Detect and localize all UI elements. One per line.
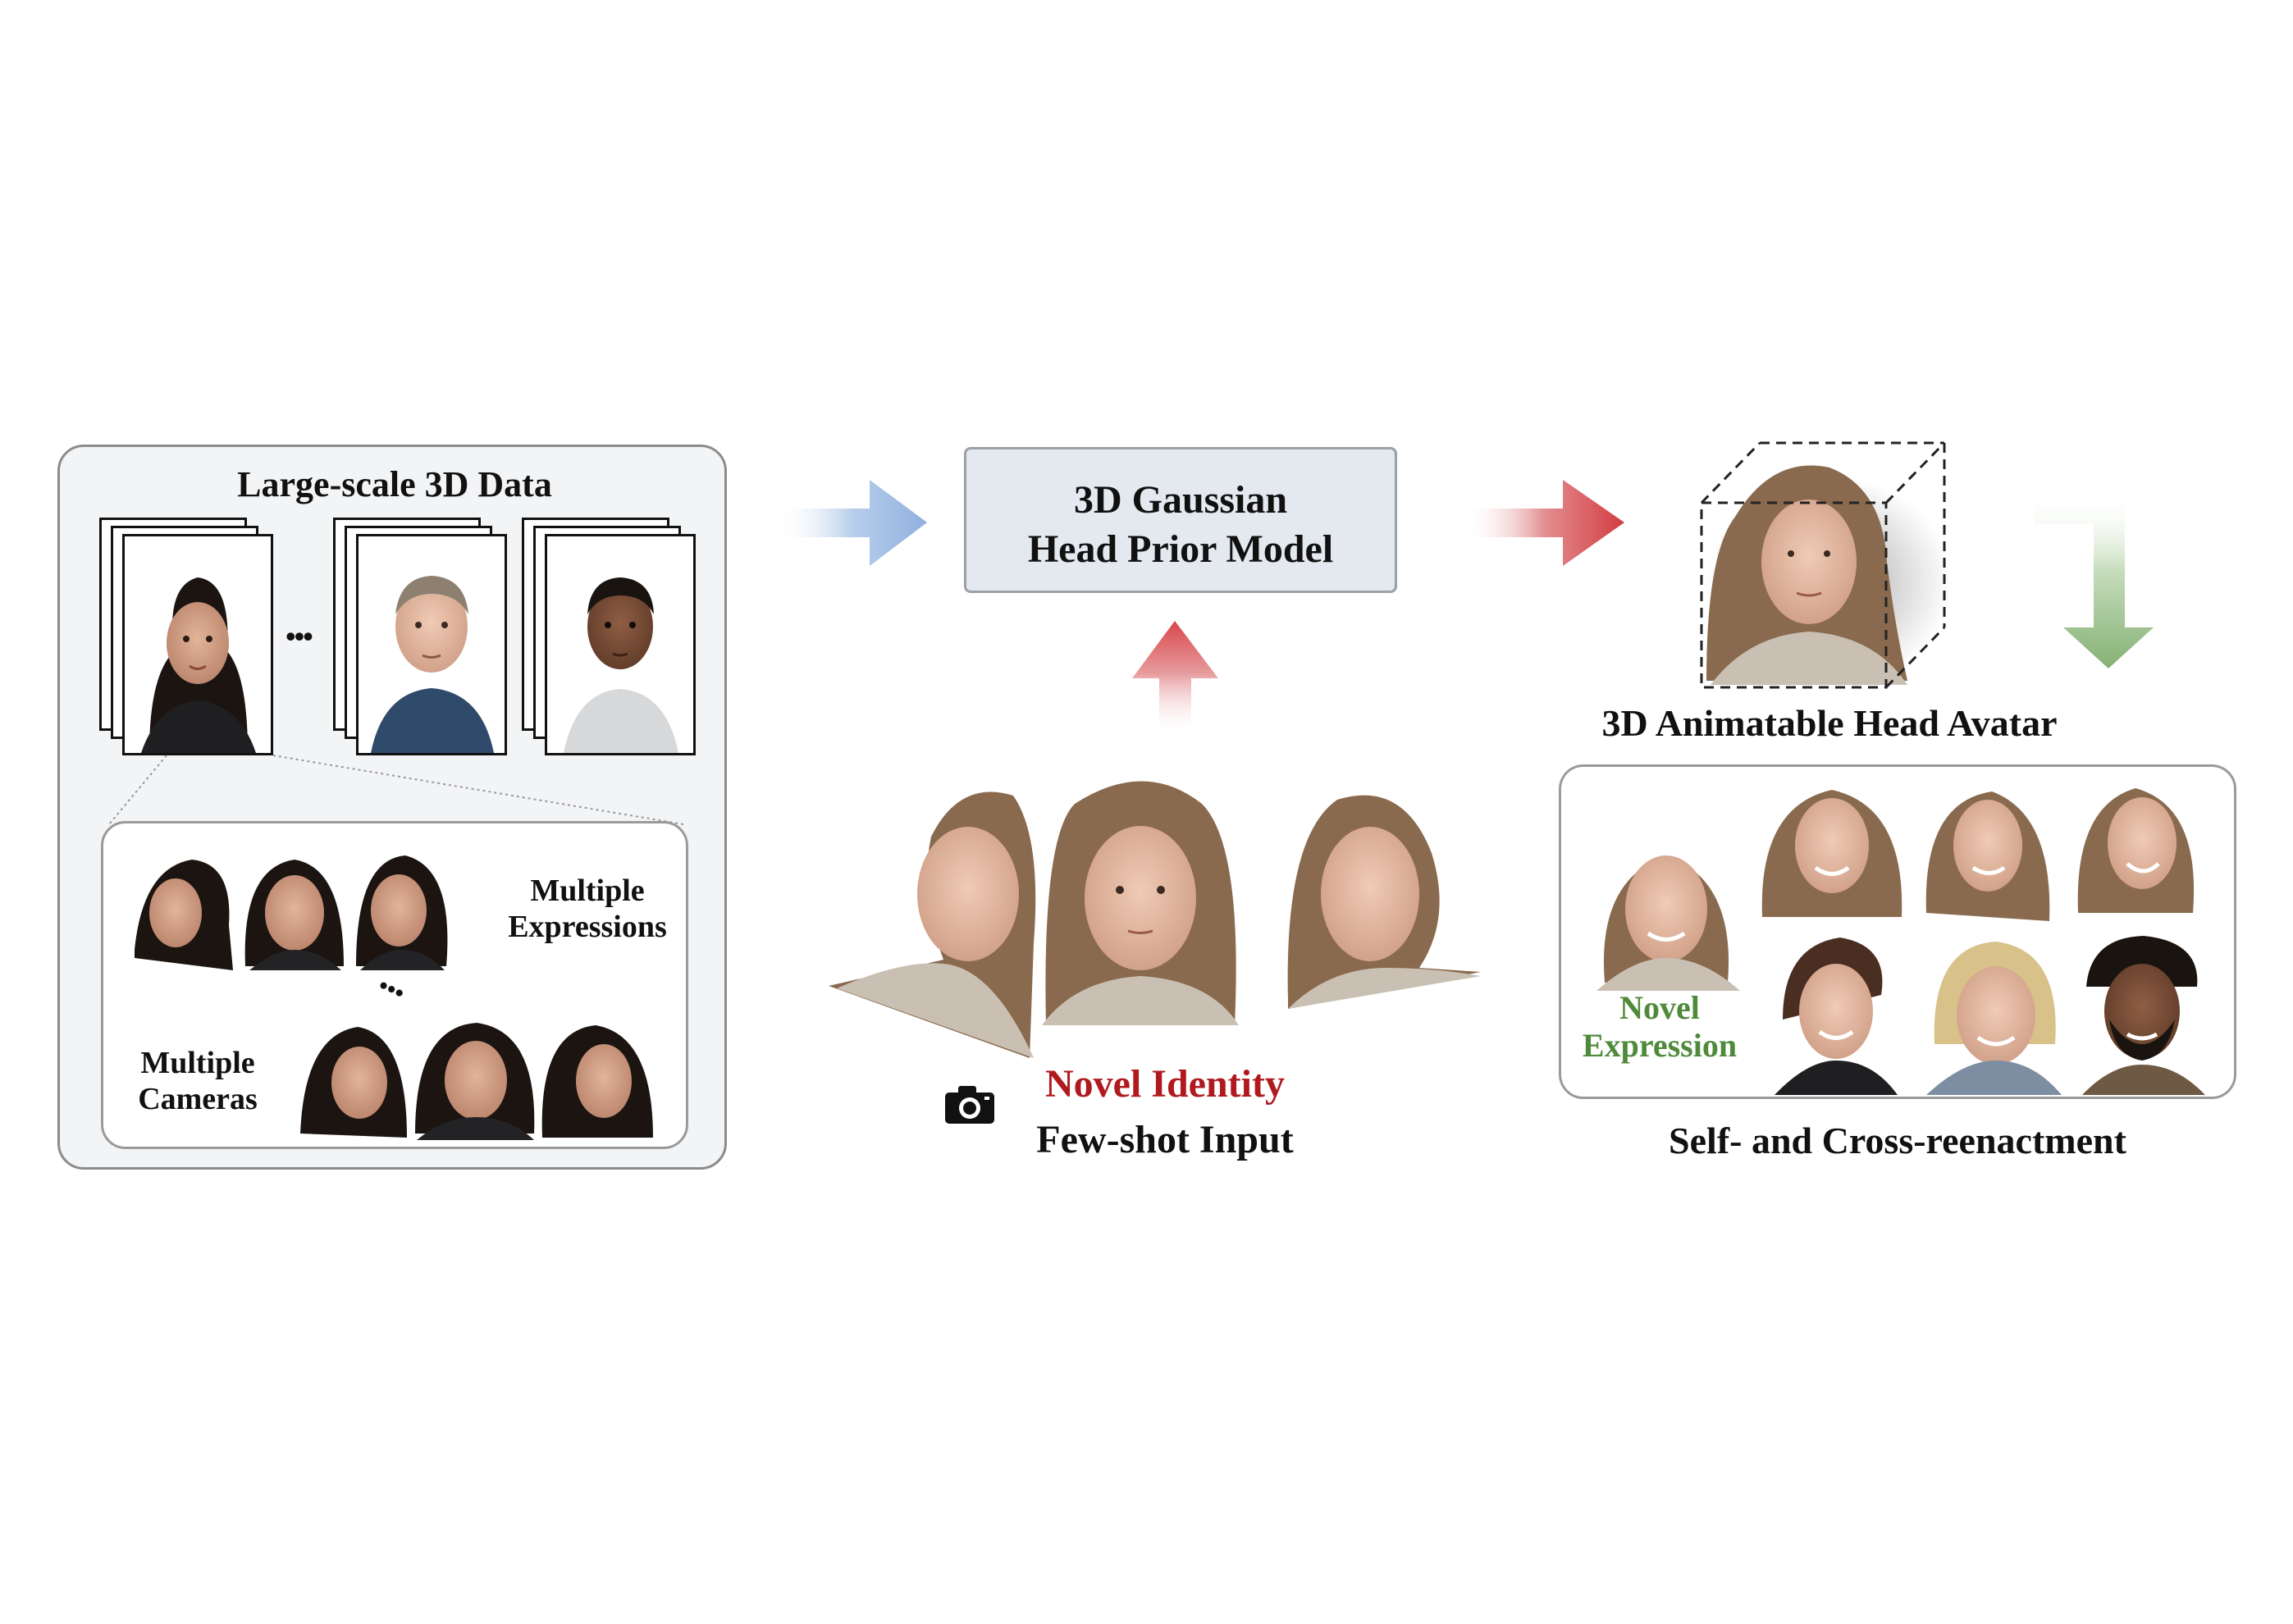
novel-expression-line-2: Expression xyxy=(1582,1027,1738,1064)
camera-view-1 xyxy=(300,1027,407,1138)
blue-arrow-icon xyxy=(775,480,927,566)
novel-identity-label: Novel Identity xyxy=(1045,1062,1285,1106)
red-arrow-icon xyxy=(1464,480,1624,566)
expression-head-3 xyxy=(356,855,448,970)
prior-model-line-1: 3D Gaussian xyxy=(1073,478,1288,522)
camera-samples xyxy=(292,1002,669,1142)
cameras-label-line-2: Cameras xyxy=(138,1082,258,1116)
reenactment-results xyxy=(1761,788,2205,1095)
input-view-center xyxy=(1042,781,1239,1025)
cross-reenact-1 xyxy=(1775,937,1898,1095)
self-reenact-2 xyxy=(1925,791,2050,921)
subject-photo-woman-1 xyxy=(141,577,256,753)
few-shot-input-label: Few-shot Input xyxy=(1036,1118,1294,1161)
cross-reenact-3 xyxy=(2082,936,2205,1095)
ellipsis-icon: ••• xyxy=(285,620,313,653)
variation-subpanel: Multiple Expressions ••• Multiple Camera… xyxy=(101,821,688,1149)
input-view-right xyxy=(1287,795,1481,1009)
self-reenact-3 xyxy=(2077,788,2195,913)
camera-icon xyxy=(945,1086,994,1124)
avatar-cube xyxy=(1690,439,1953,693)
few-shot-images xyxy=(829,763,1485,1058)
large-scale-data-panel: Large-scale 3D Data ••• xyxy=(57,445,727,1170)
novel-expression-line-1: Novel xyxy=(1619,989,1700,1026)
self-reenact-1 xyxy=(1761,790,1902,917)
expression-head-2 xyxy=(244,860,344,970)
expression-head-1 xyxy=(135,860,233,970)
zoom-connector xyxy=(108,755,684,825)
subject-photo-man-2 xyxy=(564,577,678,753)
avatar-label: 3D Animatable Head Avatar xyxy=(1601,702,2058,744)
stack-card-front xyxy=(545,534,696,755)
camera-view-2 xyxy=(415,1023,535,1140)
panel-title: Large-scale 3D Data xyxy=(237,464,552,504)
cross-reenact-2 xyxy=(1926,942,2062,1095)
input-view-left xyxy=(829,791,1036,1058)
green-turn-arrow-icon xyxy=(2035,492,2154,668)
reenact-source-face xyxy=(1596,855,1740,991)
subject-stack-2 xyxy=(333,518,509,755)
subject-photo-man-1 xyxy=(371,576,494,753)
camera-view-3 xyxy=(541,1025,653,1138)
expressions-label-line-2: Expressions xyxy=(508,910,667,944)
cameras-label-line-1: Multiple xyxy=(140,1046,255,1080)
stack-card-front xyxy=(122,534,273,755)
red-up-arrow-icon xyxy=(1132,621,1218,736)
expressions-label-line-1: Multiple xyxy=(530,874,645,908)
stack-card-front xyxy=(356,534,507,755)
reenactment-caption: Self- and Cross-reenactment xyxy=(1669,1120,2126,1161)
subject-stack-3 xyxy=(522,518,698,755)
prior-model-box: 3D Gaussian Head Prior Model xyxy=(964,447,1397,593)
prior-model-line-2: Head Prior Model xyxy=(1027,527,1334,571)
reenactment-panel: Novel Expression xyxy=(1559,764,2236,1099)
subject-stack-1 xyxy=(99,518,276,755)
expression-samples xyxy=(118,835,448,974)
